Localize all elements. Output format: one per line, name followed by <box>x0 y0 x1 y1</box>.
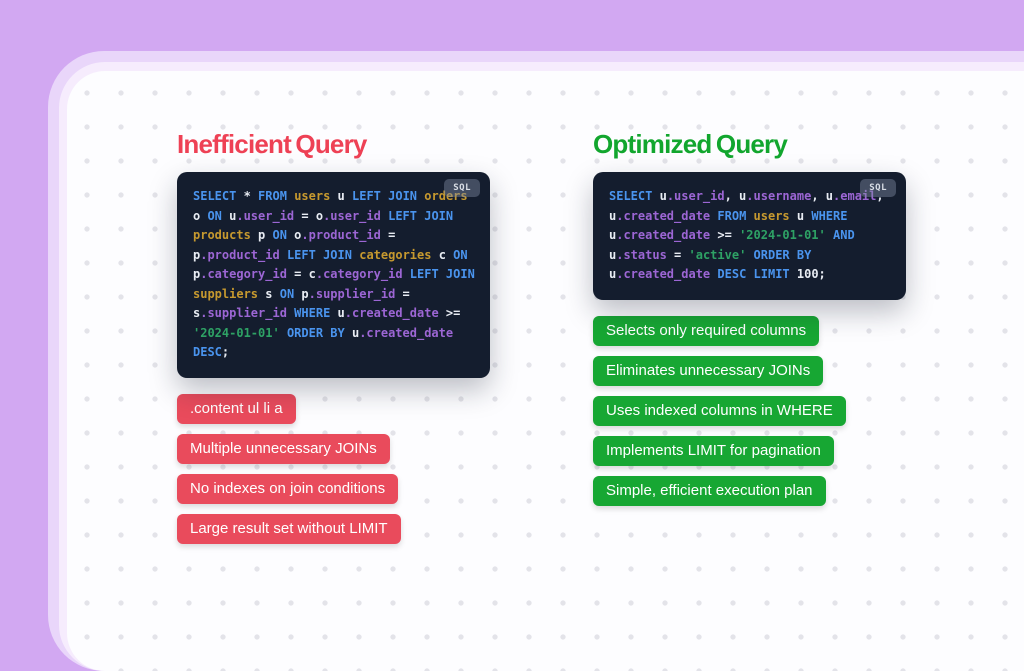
benefit-tag: Simple, efficient execution plan <box>593 475 826 506</box>
sql-language-badge: SQL <box>860 179 896 197</box>
code-line: DESC; <box>193 345 230 359</box>
code-line: p.product_id LEFT JOIN categories c ON <box>193 247 468 262</box>
sql-language-badge: SQL <box>444 179 480 197</box>
optimized-sql-code: SELECT u.user_id, u.username, u.email, u.… <box>609 187 890 285</box>
benefit-tag: Selects only required columns <box>593 315 820 346</box>
code-line: u.created_date FROM users u WHERE <box>609 208 848 223</box>
benefit-tag: Uses indexed columns in WHERE <box>593 395 846 426</box>
issue-tag: Multiple unnecessary JOINs <box>177 433 390 464</box>
code-line: u.status = 'active' ORDER BY <box>609 247 812 262</box>
code-line: p.category_id = c.category_id LEFT JOIN <box>193 267 475 281</box>
code-line: u.created_date >= '2024-01-01' AND <box>609 228 855 242</box>
code-line: suppliers s ON p.supplier_id = <box>193 286 410 301</box>
code-line: SELECT * FROM users u LEFT JOIN orders <box>193 189 468 203</box>
code-line: '2024-01-01' ORDER BY u.created_date <box>193 325 454 340</box>
code-line: SELECT u.user_id, u.username, u.email, <box>609 189 884 203</box>
inefficient-query-title: Inefficient Query <box>177 129 367 159</box>
optimized-query-panel: Optimized Query SQL SELECT u.user_id, u.… <box>593 131 953 506</box>
inefficient-tags-list: .content ul li a Multiple unnecessary JOI… <box>177 393 537 544</box>
issue-tag: .content ul li a <box>177 393 296 424</box>
code-line: s.supplier_id WHERE u.created_date >= <box>193 306 461 320</box>
issue-tag: Large result set without LIMIT <box>177 513 401 544</box>
code-line: o ON u.user_id = o.user_id LEFT JOIN <box>193 208 454 223</box>
inefficient-sql-code: SELECT * FROM users u LEFT JOIN orders o … <box>193 187 475 363</box>
benefit-tag: Implements LIMIT for pagination <box>593 435 834 466</box>
optimized-query-title: Optimized Query <box>593 129 788 159</box>
code-line: u.created_date DESC LIMIT 100; <box>609 267 826 281</box>
code-line: products p ON o.product_id = <box>193 228 396 242</box>
inefficient-query-panel: Inefficient Query SQL SELECT * FROM user… <box>177 131 537 544</box>
issue-tag: No indexes on join conditions <box>177 473 399 504</box>
inefficient-code-block: SQL SELECT * FROM users u LEFT JOIN orde… <box>177 172 490 378</box>
benefit-tag: Eliminates unnecessary JOINs <box>593 355 824 386</box>
optimized-code-block: SQL SELECT u.user_id, u.username, u.emai… <box>593 172 906 300</box>
